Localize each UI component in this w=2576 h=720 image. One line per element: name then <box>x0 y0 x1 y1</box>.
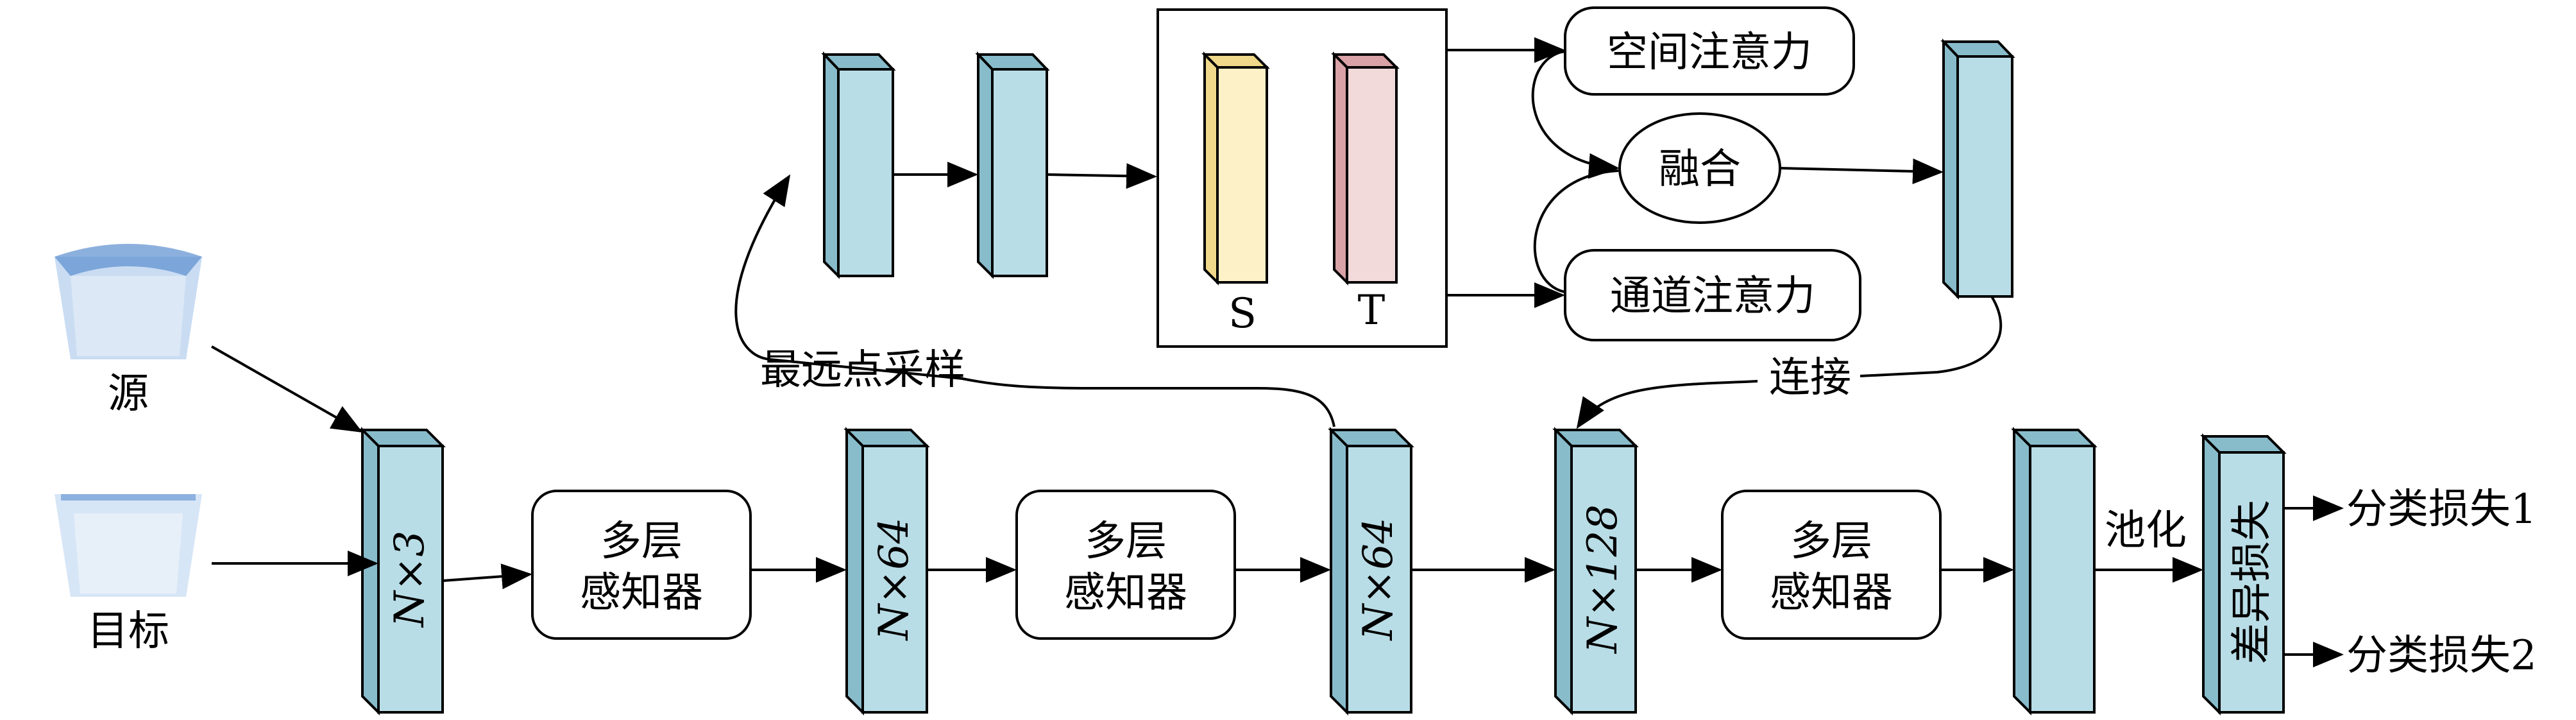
mlp-3-line2: 感知器 <box>1770 569 1893 617</box>
source-feature-block <box>1201 51 1270 286</box>
target-feature-block <box>1331 51 1400 286</box>
feature-label-n64-a: N×64 <box>870 517 918 641</box>
upper-feature-block-1 <box>821 51 896 279</box>
arrow-fusion-to-block <box>1779 158 1944 184</box>
mlp-2-line2: 感知器 <box>1064 569 1187 617</box>
concat-label: 连接 <box>1769 354 1851 402</box>
fused-feature-block <box>1940 39 2015 300</box>
feature-block-pre-pool <box>2011 427 2097 716</box>
loss1-label: 分类损失1 <box>2346 486 2537 533</box>
feature-label-n3: N×3 <box>386 531 434 628</box>
channel-attention-label: 通道注意力 <box>1610 273 1815 320</box>
arrow-channel-to-fusion <box>1533 169 1619 293</box>
fusion-label: 融合 <box>1659 146 1741 193</box>
s-label: S <box>1228 290 1257 338</box>
fusion-ellipse: 融合 <box>1618 112 1781 224</box>
feature-block-n64-b: N×64 <box>1328 427 1414 716</box>
upper-feature-block-2 <box>975 51 1050 279</box>
mlp-box-2: 多层 感知器 <box>1015 490 1236 640</box>
concat-label-bg <box>1758 350 1860 401</box>
feature-label-n128: N×128 <box>1579 504 1627 655</box>
spatial-attention-label: 空间注意力 <box>1607 29 1812 76</box>
mlp-1-line1: 多层 <box>600 518 682 565</box>
difference-loss-block: 差异损失 <box>2200 433 2287 716</box>
spatial-attention-box: 空间注意力 <box>1564 6 1855 96</box>
channel-attention-box: 通道注意力 <box>1564 249 1861 341</box>
arrow-upper2-to-st <box>1046 163 1157 189</box>
arrow-n3-to-mlp1 <box>442 563 532 590</box>
fps-label: 最远点采样 <box>760 347 965 394</box>
source-point-cloud <box>55 244 202 359</box>
arrow-source-to-n3 <box>211 345 363 433</box>
feature-block-n128: N×128 <box>1552 427 1639 716</box>
fps-curve <box>734 174 1335 427</box>
pooling-label: 池化 <box>2105 507 2187 554</box>
mlp-1-line2: 感知器 <box>580 569 703 617</box>
loss2-label: 分类损失2 <box>2346 632 2537 680</box>
feature-label-n64-b: N×64 <box>1355 517 1402 641</box>
st-container: S T <box>1157 8 1448 348</box>
t-label: T <box>1358 287 1385 334</box>
concat-curve <box>1576 295 2003 429</box>
source-label: 源 <box>108 370 149 418</box>
mlp-box-3: 多层 感知器 <box>1721 490 1942 640</box>
target-label: 目标 <box>87 608 169 655</box>
feature-block-n64-a: N×64 <box>843 427 930 716</box>
mlp-2-line1: 多层 <box>1085 518 1167 565</box>
arrow-spatial-to-fusion <box>1531 50 1620 179</box>
mlp-3-line1: 多层 <box>1790 518 1872 565</box>
difference-loss-label: 差异损失 <box>2228 500 2276 664</box>
mlp-box-1: 多层 感知器 <box>531 490 752 640</box>
feature-block-n3: N×3 <box>359 427 446 716</box>
target-point-cloud <box>55 494 202 597</box>
